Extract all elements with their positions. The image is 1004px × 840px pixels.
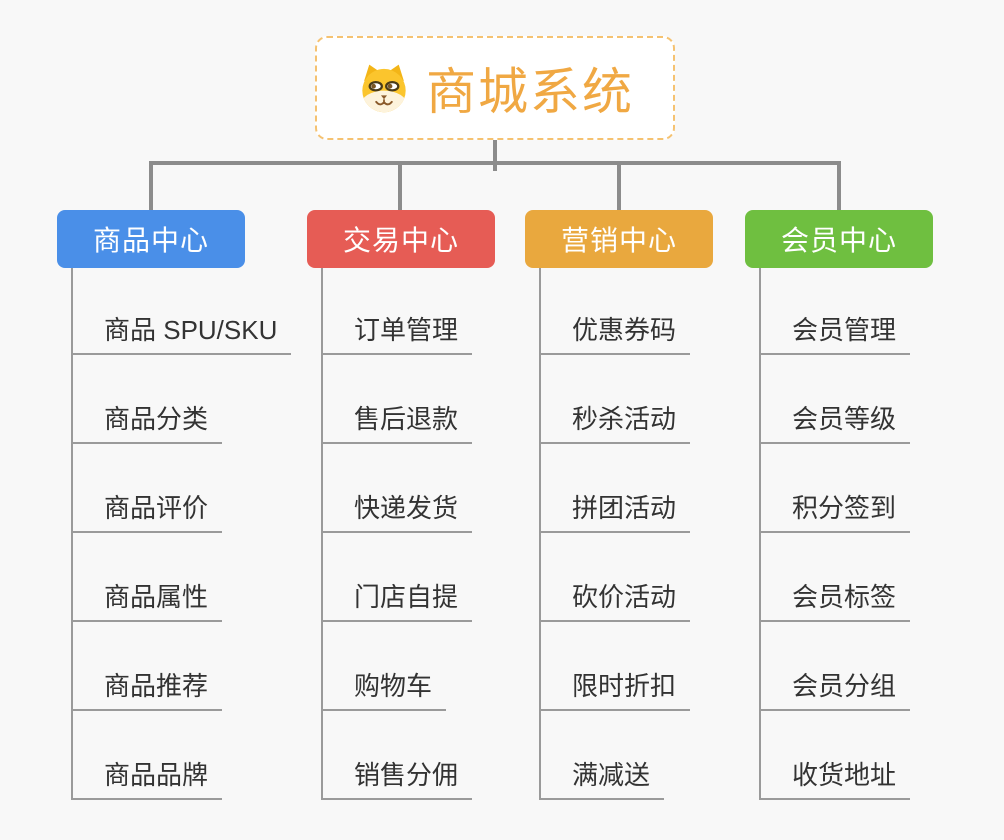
- connector-drop-product: [149, 161, 153, 210]
- leaf-node[interactable]: 销售分佣: [321, 754, 473, 800]
- leaf-node[interactable]: 砍价活动: [539, 576, 691, 622]
- branch-node-trade-center[interactable]: 交易中心: [307, 210, 495, 268]
- connector-root-stub: [493, 140, 497, 171]
- leaf-node[interactable]: 会员管理: [759, 309, 911, 355]
- branch-trade-center: 交易中心 订单管理 售后退款 快递发货 门店自提 购物车 销售分佣: [307, 210, 547, 820]
- connector-drop-marketing: [617, 161, 621, 210]
- branch-node-marketing-center[interactable]: 营销中心: [525, 210, 713, 268]
- branch-member-center: 会员中心 会员管理 会员等级 积分签到 会员标签 会员分组 收货地址: [745, 210, 985, 820]
- connector-drop-trade: [398, 161, 402, 210]
- leaf-node[interactable]: 商品 SPU/SKU: [71, 309, 292, 355]
- doge-icon: [362, 64, 406, 113]
- leaf-node[interactable]: 商品推荐: [71, 665, 223, 711]
- leaf-node[interactable]: 商品属性: [71, 576, 223, 622]
- branch-product-center: 商品中心 商品 SPU/SKU 商品分类 商品评价 商品属性 商品推荐 商品品牌: [57, 210, 297, 820]
- branch-spine: [71, 268, 73, 800]
- leaf-node[interactable]: 秒杀活动: [539, 398, 691, 444]
- connector-horizontal-bar: [149, 161, 841, 165]
- leaf-node[interactable]: 会员标签: [759, 576, 911, 622]
- leaf-node[interactable]: 订单管理: [321, 309, 473, 355]
- leaf-node[interactable]: 收货地址: [759, 754, 911, 800]
- root-node-mall-system[interactable]: 商城系统: [315, 36, 675, 140]
- branch-marketing-center: 营销中心 优惠券码 秒杀活动 拼团活动 砍价活动 限时折扣 满减送: [525, 210, 765, 820]
- leaf-node[interactable]: 商品评价: [71, 487, 223, 533]
- leaf-node[interactable]: 限时折扣: [539, 665, 691, 711]
- leaf-node[interactable]: 购物车: [321, 665, 447, 711]
- leaf-node[interactable]: 售后退款: [321, 398, 473, 444]
- leaf-node[interactable]: 积分签到: [759, 487, 911, 533]
- leaf-node[interactable]: 商品分类: [71, 398, 223, 444]
- branch-node-member-center[interactable]: 会员中心: [745, 210, 933, 268]
- leaf-node[interactable]: 拼团活动: [539, 487, 691, 533]
- branch-spine: [539, 268, 541, 800]
- leaf-node[interactable]: 商品品牌: [71, 754, 223, 800]
- branch-spine: [759, 268, 761, 800]
- branch-node-product-center[interactable]: 商品中心: [57, 210, 245, 268]
- leaf-node[interactable]: 门店自提: [321, 576, 473, 622]
- branch-spine: [321, 268, 323, 800]
- leaf-node[interactable]: 会员分组: [759, 665, 911, 711]
- leaf-node[interactable]: 会员等级: [759, 398, 911, 444]
- root-node-title: 商城系统: [426, 64, 634, 120]
- leaf-node[interactable]: 快递发货: [321, 487, 473, 533]
- connector-drop-member: [837, 161, 841, 210]
- leaf-node[interactable]: 优惠券码: [539, 309, 691, 355]
- leaf-node[interactable]: 满减送: [539, 754, 665, 800]
